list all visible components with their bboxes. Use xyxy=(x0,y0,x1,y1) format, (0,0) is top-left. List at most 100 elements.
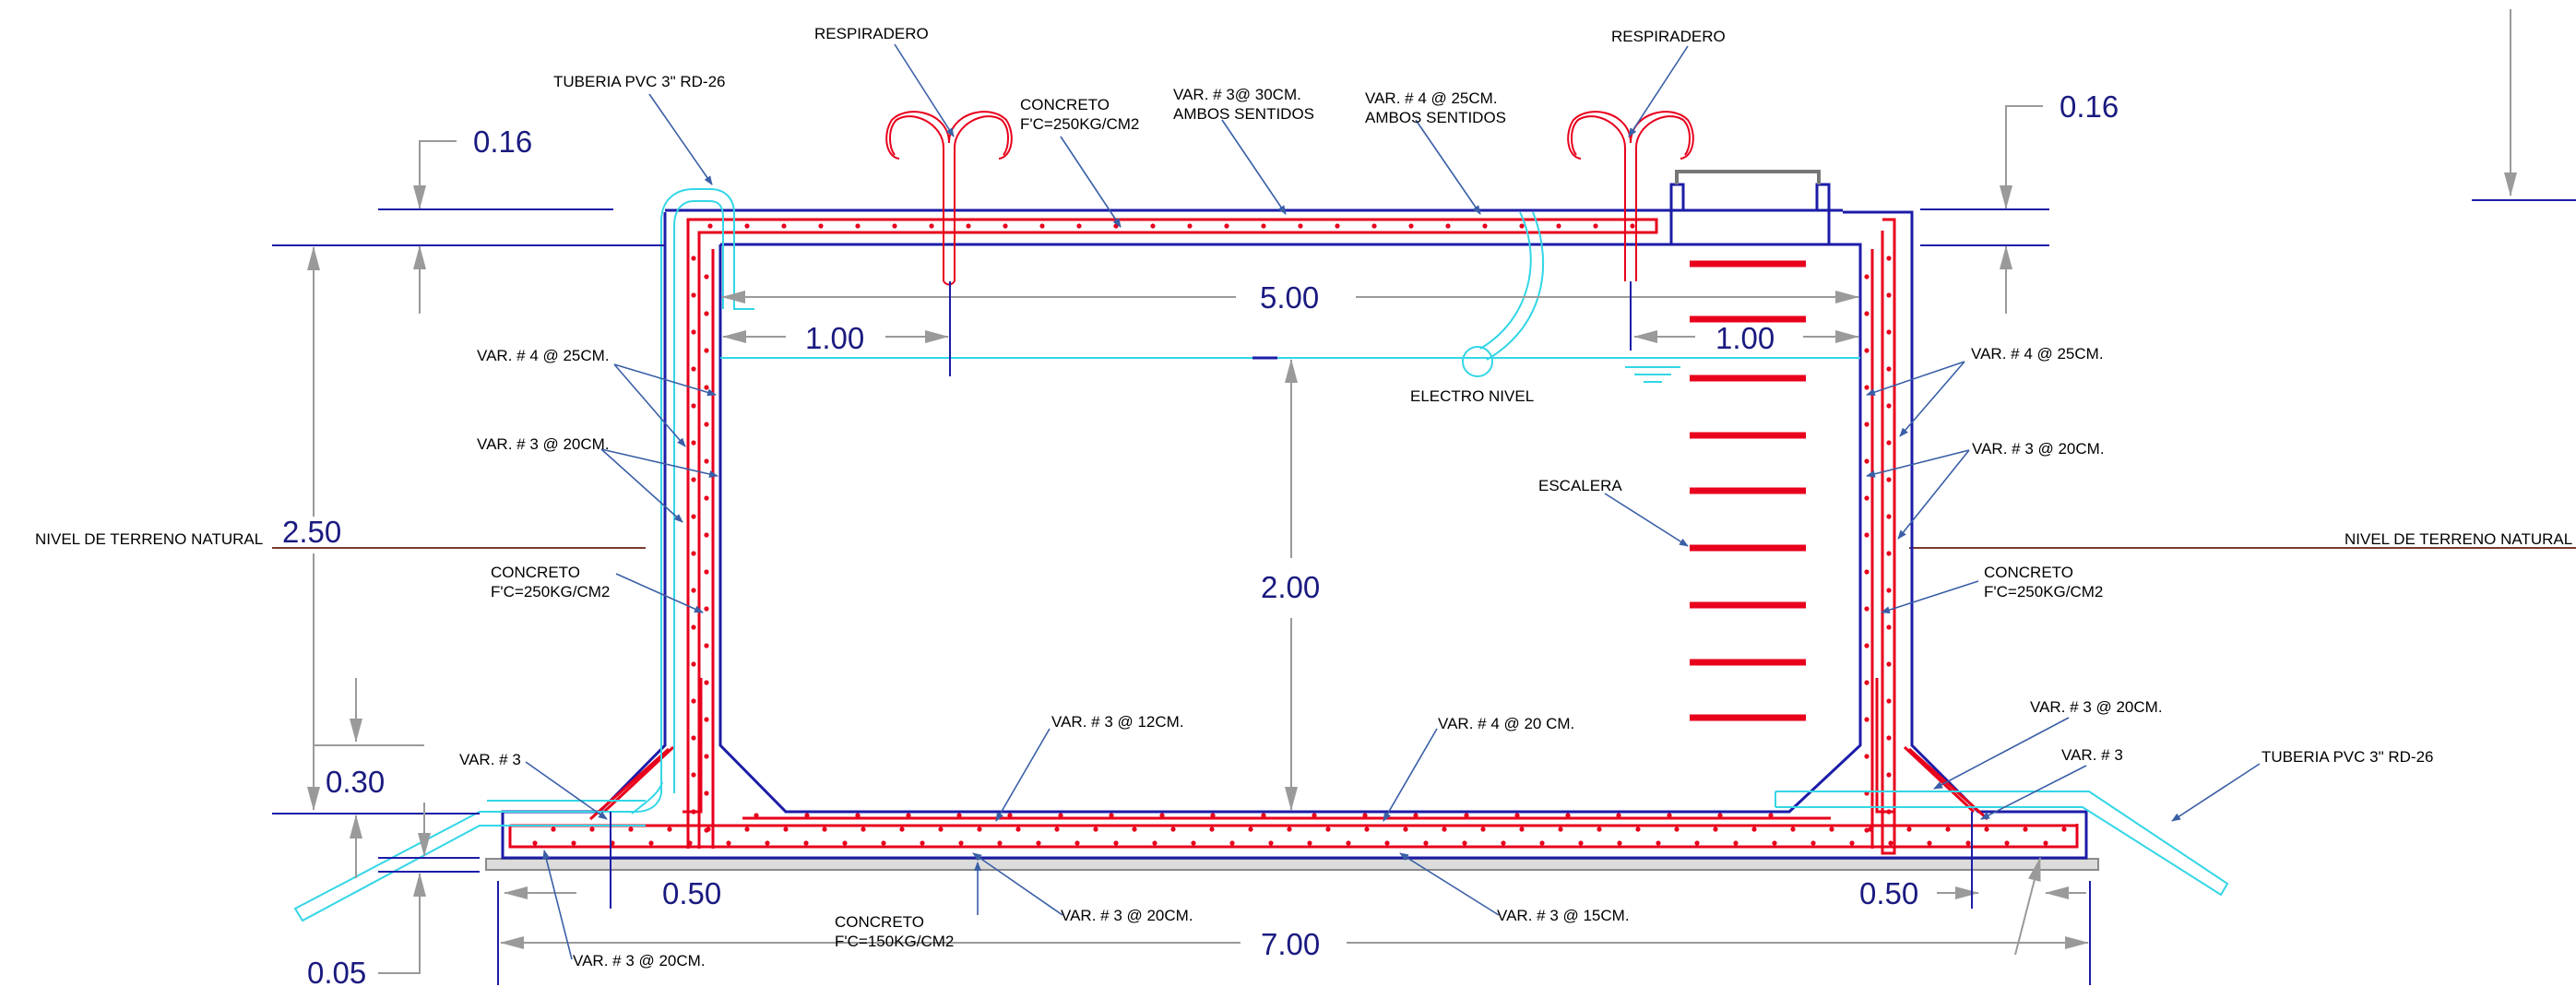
rebar-dot xyxy=(1210,813,1216,818)
rebar-dot xyxy=(1635,826,1641,832)
rebar-dot xyxy=(2004,840,2010,846)
rebar-dot xyxy=(977,826,982,832)
rebar-dot xyxy=(842,840,848,846)
rebar-dot xyxy=(1403,826,1408,832)
rebar-dot xyxy=(1384,840,1390,846)
rebar-dot xyxy=(1864,274,1870,279)
rebar-dot xyxy=(1886,661,1892,667)
rebar-dot xyxy=(1888,840,1893,846)
rebar-dot xyxy=(1886,403,1892,409)
label-var3-30-ambos: AMBOS SENTIDOS xyxy=(1173,105,1314,123)
rebar-dot xyxy=(1849,840,1855,846)
rebar-dot xyxy=(1003,223,1008,229)
rebar-dot xyxy=(704,569,709,575)
rebar-dot xyxy=(1362,813,1368,818)
rebar-dot xyxy=(1514,813,1520,818)
rebar-dot xyxy=(1152,840,1157,846)
rebar-dot xyxy=(1423,840,1429,846)
rebar-dot xyxy=(1906,826,1912,832)
rebar-dot xyxy=(1717,813,1723,818)
label-nivel-terreno-left: NIVEL DE TERRENO NATURAL xyxy=(35,530,263,548)
label-respiradero-left: RESPIRADERO xyxy=(814,25,929,42)
rebar-dot xyxy=(1007,813,1013,818)
rebar-dot xyxy=(781,223,787,229)
rebar-dot xyxy=(1298,223,1303,229)
rebar-dot xyxy=(1519,826,1525,832)
base-slab xyxy=(485,858,2099,871)
electro-level-float xyxy=(1462,211,1545,377)
rebar-dot xyxy=(1927,840,1932,846)
rebar-dot xyxy=(1886,514,1892,519)
rebar-dot xyxy=(1733,840,1739,846)
breather-pipe-left xyxy=(885,111,1013,286)
rebar-dot xyxy=(803,840,809,846)
rebar-dot xyxy=(1864,606,1870,612)
rebar-dot xyxy=(1408,223,1414,229)
rebar-dot xyxy=(881,840,886,846)
rebar-dot xyxy=(1886,329,1892,335)
rebar-dot xyxy=(744,826,750,832)
rebar-dot xyxy=(704,458,709,464)
rebar-dot xyxy=(1886,772,1892,778)
rebar-dot xyxy=(704,348,709,353)
rebar-dot xyxy=(1113,840,1119,846)
rebar-dot xyxy=(1261,223,1266,229)
rebar-dot xyxy=(691,292,696,298)
rebar-dot xyxy=(1307,840,1312,846)
rebar-dot xyxy=(1074,840,1080,846)
dimension-lines xyxy=(272,9,2576,985)
rebar-dot xyxy=(704,495,709,501)
annotation-labels: RESPIRADERO RESPIRADERO TUBERIA PVC 3" R… xyxy=(35,25,2572,969)
rebar-dot xyxy=(783,826,789,832)
rebar-dot xyxy=(1667,813,1672,818)
rebar-dot xyxy=(704,606,709,612)
rebar-dot xyxy=(1864,643,1870,648)
label-var3-20-right: VAR. # 3 @ 20CM. xyxy=(1972,440,2105,458)
rebar-dot xyxy=(1150,223,1156,229)
rebar-dot xyxy=(707,223,713,229)
rebar-dot xyxy=(1558,826,1563,832)
label-var3-20-left: VAR. # 3 @ 20CM. xyxy=(477,435,610,453)
rebar-dot xyxy=(1261,813,1266,818)
rebar-dot xyxy=(1191,840,1196,846)
rebar-dot xyxy=(1039,223,1045,229)
label-respiradero-right: RESPIRADERO xyxy=(1611,28,1726,45)
rebar-dot xyxy=(1886,588,1892,593)
rebar-dot xyxy=(1462,840,1467,846)
rebar-dot xyxy=(920,840,925,846)
rebar-dot xyxy=(704,791,709,796)
rebar-dots xyxy=(532,223,2067,846)
label-escalera: ESCALERA xyxy=(1538,477,1622,494)
rebar-dot xyxy=(571,840,576,846)
rebar-dot xyxy=(899,826,905,832)
rebar-dot xyxy=(1578,840,1584,846)
rebar-dot xyxy=(1829,826,1834,832)
rebar-dot xyxy=(1482,223,1488,229)
rebar-dot xyxy=(1864,680,1870,685)
rebar-dot xyxy=(1109,813,1114,818)
rebar-dot xyxy=(691,366,696,372)
rebar-dot xyxy=(1674,826,1680,832)
rebar-dot xyxy=(691,735,696,741)
rebar-dot xyxy=(691,588,696,593)
rebar-dot xyxy=(1312,813,1317,818)
label-var3-12: VAR. # 3 @ 12CM. xyxy=(1051,713,1184,731)
rebar-dot xyxy=(997,840,1003,846)
rebar-dot xyxy=(1864,458,1870,464)
rebar-dot xyxy=(589,826,595,832)
label-var4-25-ambos: AMBOS SENTIDOS xyxy=(1365,109,1506,126)
rebar-dot xyxy=(804,813,810,818)
label-concreto-base: CONCRETO xyxy=(835,913,924,931)
rebar-dot xyxy=(1036,840,1041,846)
rebar-dot xyxy=(691,624,696,630)
rebar-dot xyxy=(691,256,696,261)
label-concreto-right-fc: F'C=250KG/CM2 xyxy=(1984,583,2103,601)
rebar-dot xyxy=(691,551,696,556)
rebar-dot xyxy=(1768,813,1774,818)
label-concreto-top: CONCRETO xyxy=(1020,96,1110,113)
label-concreto-left-fc: F'C=250KG/CM2 xyxy=(491,583,610,601)
dim-slab-left: 0.16 xyxy=(473,125,532,159)
rebar-dot xyxy=(706,826,711,832)
rebar-dot xyxy=(1694,840,1700,846)
